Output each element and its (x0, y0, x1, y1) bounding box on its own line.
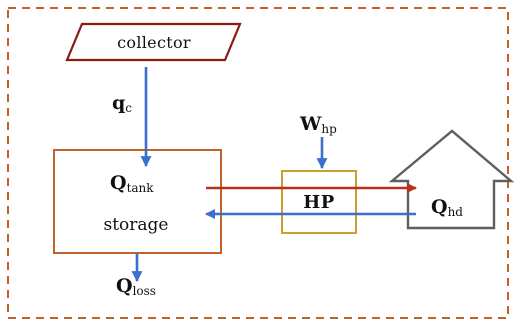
qhd-label: Qhd (431, 196, 463, 219)
whp-label: Whp (299, 113, 337, 136)
qhd-subscript: hd (448, 205, 464, 219)
heat-pump-label: HP (303, 192, 335, 213)
qloss-symbol: Q (116, 275, 133, 297)
whp-symbol: W (299, 113, 322, 135)
whp-subscript: hp (321, 122, 337, 136)
qc-label: qc (112, 92, 132, 115)
qtank-subscript: tank (127, 181, 155, 195)
qhd-symbol: Q (431, 196, 448, 218)
qc-symbol: q (112, 92, 125, 114)
qtank-symbol: Q (110, 172, 127, 194)
storage-label: storage (104, 215, 169, 235)
collector-shape (65, 22, 242, 62)
storage-tank-box (53, 149, 222, 254)
heat-pump-box (281, 170, 357, 234)
qc-subscript: c (125, 101, 132, 115)
collector-label: collector (117, 33, 191, 52)
qloss-subscript: loss (133, 284, 156, 298)
qtank-label: Qtank (110, 172, 154, 195)
qloss-label: Qloss (116, 275, 156, 298)
